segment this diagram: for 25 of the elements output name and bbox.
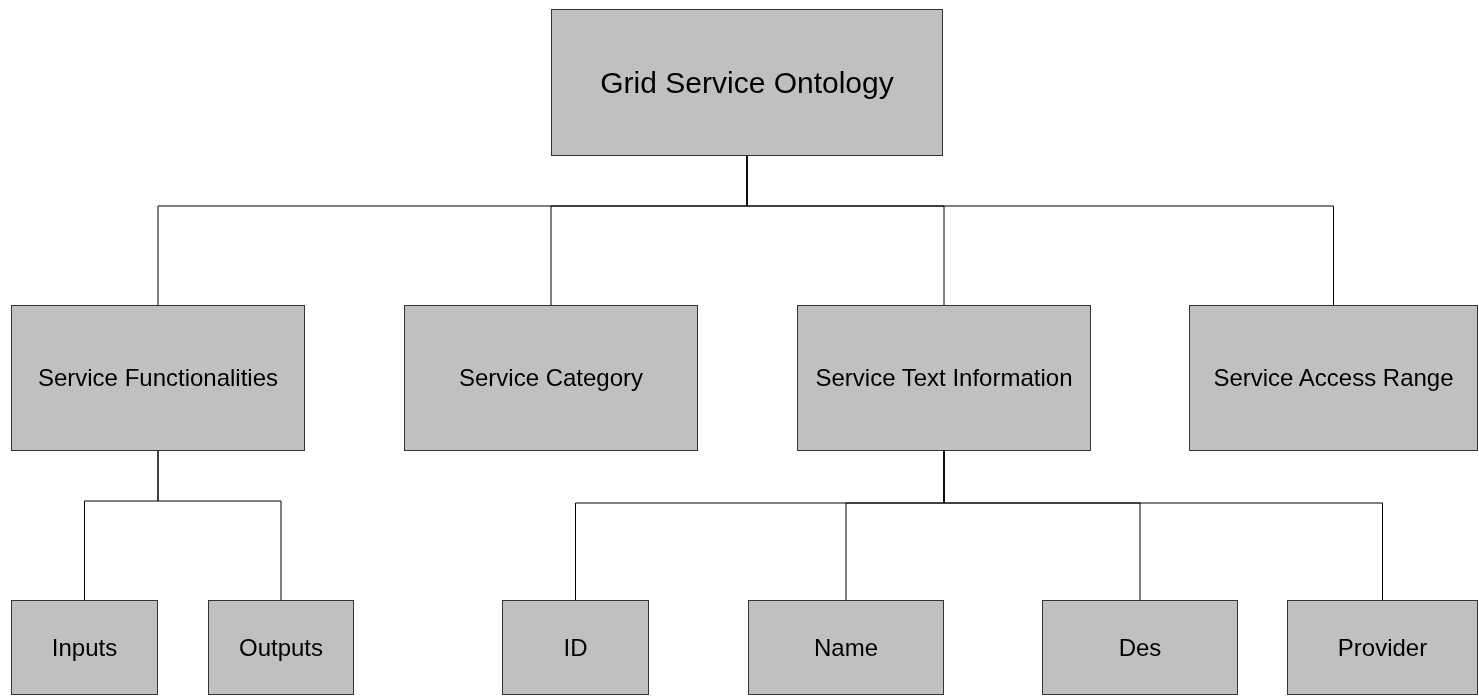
concept-label: Grid Service Ontology [600,65,894,100]
concept-box [797,305,1091,451]
concept-label: Name [814,632,878,663]
connector-line [157,450,282,601]
concept-label: ID [563,632,588,663]
concept-box [1189,305,1478,451]
concept-box [551,9,943,156]
concept-label: Provider [1337,632,1428,663]
concept-box [502,600,649,695]
concept-label: Service Functionalities [37,363,279,393]
concept-label: Outputs [238,632,323,663]
concept-box [404,305,698,451]
concept-box [11,600,158,695]
connector-line [943,450,1383,601]
concept-label: Service Text Information [815,363,1073,393]
concept-box [1287,600,1478,695]
connector-line [746,155,1334,306]
concept-label: Des [1118,632,1162,663]
concept-box [208,600,354,695]
concept-label: Service Category [458,363,644,393]
concept-label: Service Access Range [1213,363,1454,393]
concept-label: Inputs [51,632,118,663]
concept-box [11,305,305,451]
concept-box [1042,600,1238,695]
concept-box [748,600,944,695]
